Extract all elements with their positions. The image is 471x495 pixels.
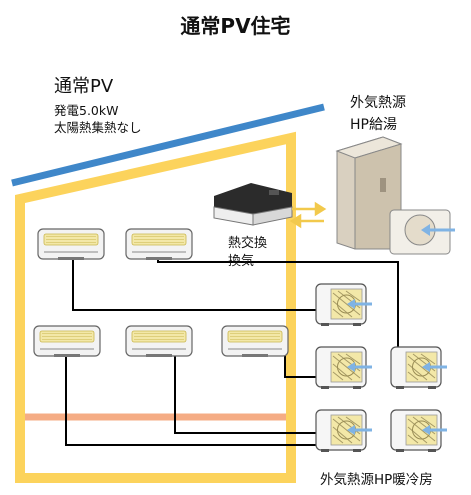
indoor-ac-unit [125,325,193,358]
hvac-label: 外気熱源HP暖冷房 [320,472,433,488]
water-heater-label-line1: 外気熱源 [350,95,406,111]
outdoor-hp-unit [389,345,449,391]
air-exchange-arrows [289,201,327,229]
outdoor-hp-unit [314,282,374,328]
solar-thermal-note: 太陽熱集熱なし [54,120,142,135]
outdoor-hp-unit [389,408,449,454]
pv-label: 通常PV [54,76,114,97]
ventilation-label-line2: 換気 [228,254,255,269]
outdoor-hp-unit [314,408,374,454]
house-frame [15,131,296,483]
indoor-ac-unit [37,228,105,261]
heat-exchange-ventilator [213,183,293,226]
page-title: 通常PV住宅 [180,14,291,38]
ventilation-label-line1: 熱交換 [228,236,268,251]
indoor-ac-unit [33,325,101,358]
roof [11,103,325,187]
outdoor-hp-unit [314,345,374,391]
hp-water-heater [335,136,455,255]
indoor-ac-unit [221,325,289,358]
water-heater-label-line2: HP給湯 [350,117,397,133]
indoor-ac-unit [125,228,193,261]
pv-generation: 発電5.0kW [54,103,119,118]
